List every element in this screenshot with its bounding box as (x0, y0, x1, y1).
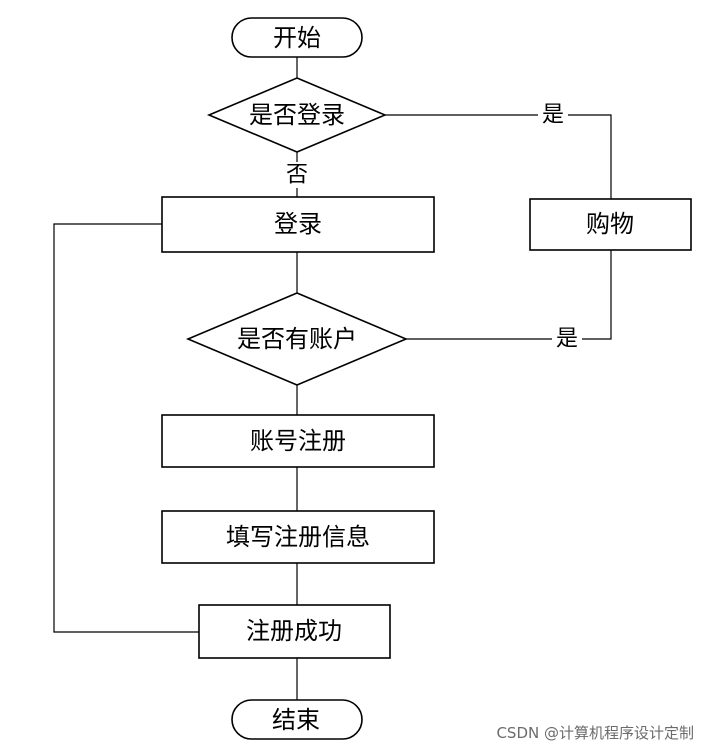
node-shopping-label: 购物 (586, 210, 634, 238)
edge-label-logged-in-yes-group: 是 (538, 102, 568, 128)
process-shape (198, 604, 391, 659)
decision-shape (185, 292, 409, 386)
process-shape (161, 196, 435, 253)
node-register-success-label: 注册成功 (246, 617, 342, 645)
process-shape (161, 414, 435, 468)
node-has-account: 是否有账户 (185, 292, 409, 386)
node-register-success: 注册成功 (198, 604, 391, 659)
edge-label-has-account-yes: 是 (556, 327, 578, 352)
edge-success-back-to-login (53, 223, 199, 633)
process-shape (529, 198, 692, 251)
edge-label-has-account-yes-group: 是 (552, 326, 582, 352)
node-start-label: 开始 (273, 24, 321, 52)
node-fill-info: 填写注册信息 (161, 510, 435, 564)
node-register-account: 账号注册 (161, 414, 435, 468)
edge-label-logged-in-no: 否 (286, 163, 308, 188)
terminal-shape (231, 17, 363, 58)
connectors (53, 57, 612, 700)
terminal-shape (231, 699, 363, 740)
node-register-account-label: 账号注册 (250, 427, 346, 455)
process-shape (161, 510, 435, 564)
watermark: CSDN @计算机程序设计定制 (496, 724, 694, 742)
edge-label-bg (552, 326, 582, 352)
node-shopping: 购物 (529, 198, 692, 251)
node-has-account-label: 是否有账户 (237, 325, 357, 353)
edge-label-bg (282, 162, 312, 188)
node-end: 结束 (231, 699, 363, 740)
node-fill-info-label: 填写注册信息 (226, 523, 370, 551)
decision-shape (206, 77, 388, 153)
node-login: 登录 (161, 196, 435, 253)
edge-label-logged-in-no-group: 否 (282, 162, 312, 188)
node-is-logged-in-label: 是否登录 (249, 101, 345, 129)
node-is-logged-in: 是否登录 (206, 77, 388, 153)
node-start: 开始 (231, 17, 363, 58)
edge-label-bg (538, 102, 568, 128)
edge-shopping-to-has-account (406, 250, 612, 340)
node-end-label: 结束 (272, 706, 320, 734)
edge-is-logged-in-yes-to-shopping (385, 114, 612, 199)
node-login-label: 登录 (274, 210, 322, 238)
edge-label-logged-in-yes: 是 (542, 103, 564, 128)
